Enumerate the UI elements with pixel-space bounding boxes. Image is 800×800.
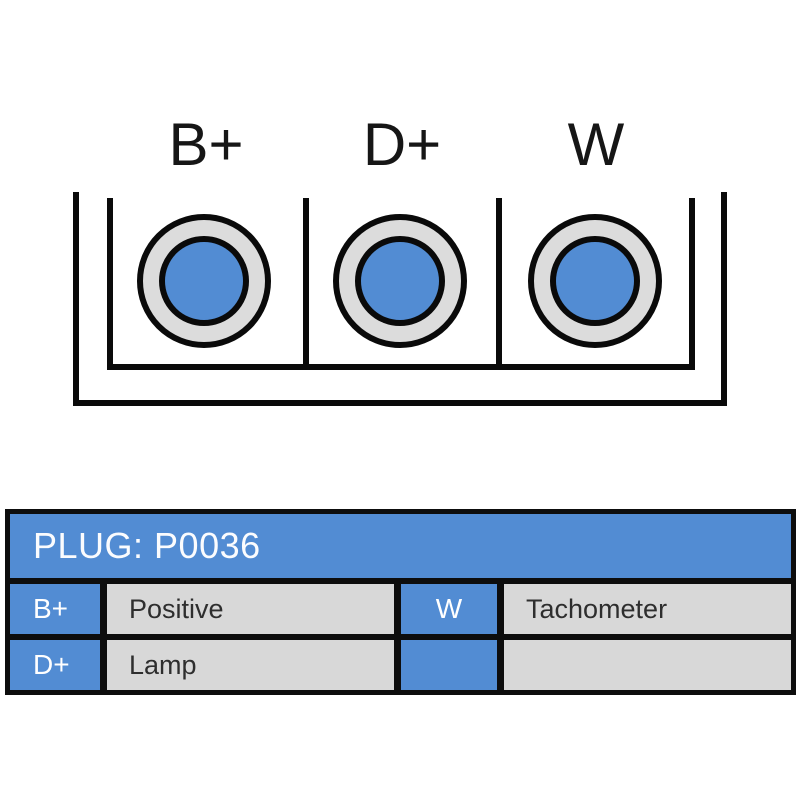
pin-cell-b-plus: B+ [10,584,100,634]
terminal-label-b-plus: B+ [168,111,244,178]
terminal-socket-w [528,214,662,348]
terminal-socket-d-plus [333,214,467,348]
terminal-socket-b-plus [137,214,271,348]
pin-cell-w: W [401,584,497,634]
desc-cell-lamp: Lamp [107,640,394,690]
desc-cell-empty [504,640,791,690]
pin-cell-d-plus: D+ [10,640,100,690]
compartment-divider-2 [496,198,502,364]
connector-outer-shell [73,192,727,406]
terminal-pin-d-plus [355,236,445,326]
pin-cell-empty [401,640,497,690]
connector-inner-shell [107,198,695,370]
desc-cell-positive: Positive [107,584,394,634]
plug-table-grid: B+ Positive W Tachometer D+ Lamp [10,584,791,690]
terminal-label-w: W [567,111,625,178]
compartment-divider-1 [303,198,309,364]
desc-cell-tachometer: Tachometer [504,584,791,634]
plug-table-header: PLUG: P0036 [10,514,791,578]
terminal-pin-b-plus [159,236,249,326]
terminal-pin-w [550,236,640,326]
terminal-label-d-plus: D+ [362,111,442,178]
plug-table: PLUG: P0036 B+ Positive W Tachometer D+ … [5,509,796,695]
